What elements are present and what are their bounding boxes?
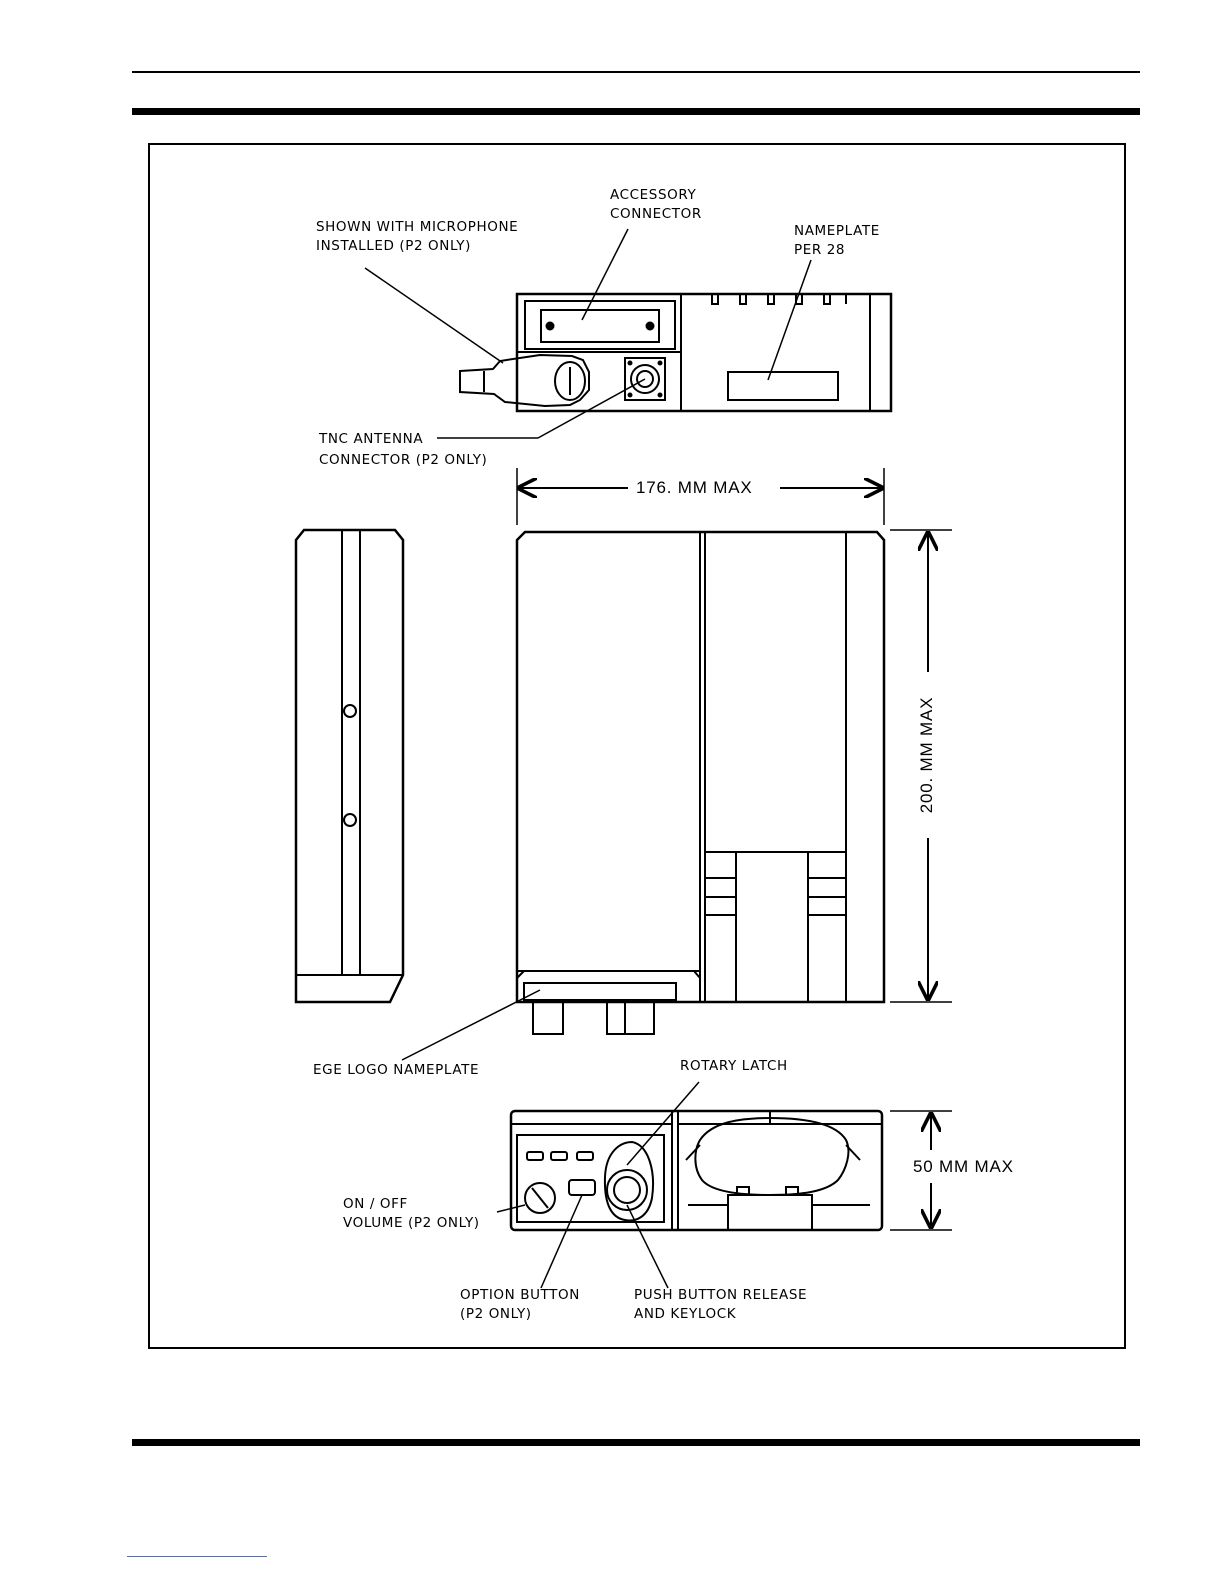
accessory-connector-plate bbox=[541, 310, 659, 342]
height-dimension-text: 200. MM MAX bbox=[917, 690, 937, 820]
width-dimension-text: 176. MM MAX bbox=[636, 478, 753, 498]
holster-shape bbox=[695, 1118, 848, 1195]
ege-logo-label: EGE LOGO NAMEPLATE bbox=[313, 1061, 479, 1080]
rotary-latch-label: ROTARY LATCH bbox=[680, 1057, 788, 1076]
top-nameplate bbox=[728, 372, 838, 400]
front-view bbox=[402, 532, 884, 1060]
ege-logo-nameplate bbox=[524, 983, 676, 1000]
bottom-view bbox=[497, 1082, 882, 1288]
side-screw-icon bbox=[344, 705, 356, 717]
top-view bbox=[365, 229, 891, 438]
side-view bbox=[296, 530, 403, 1002]
push-button-icon bbox=[614, 1177, 640, 1203]
belt-clip bbox=[705, 852, 846, 1002]
depth-dimension-text: 50 MM MAX bbox=[913, 1157, 1014, 1177]
option-button-label: OPTION BUTTON(P2 ONLY) bbox=[460, 1286, 580, 1324]
option-button bbox=[569, 1180, 595, 1195]
